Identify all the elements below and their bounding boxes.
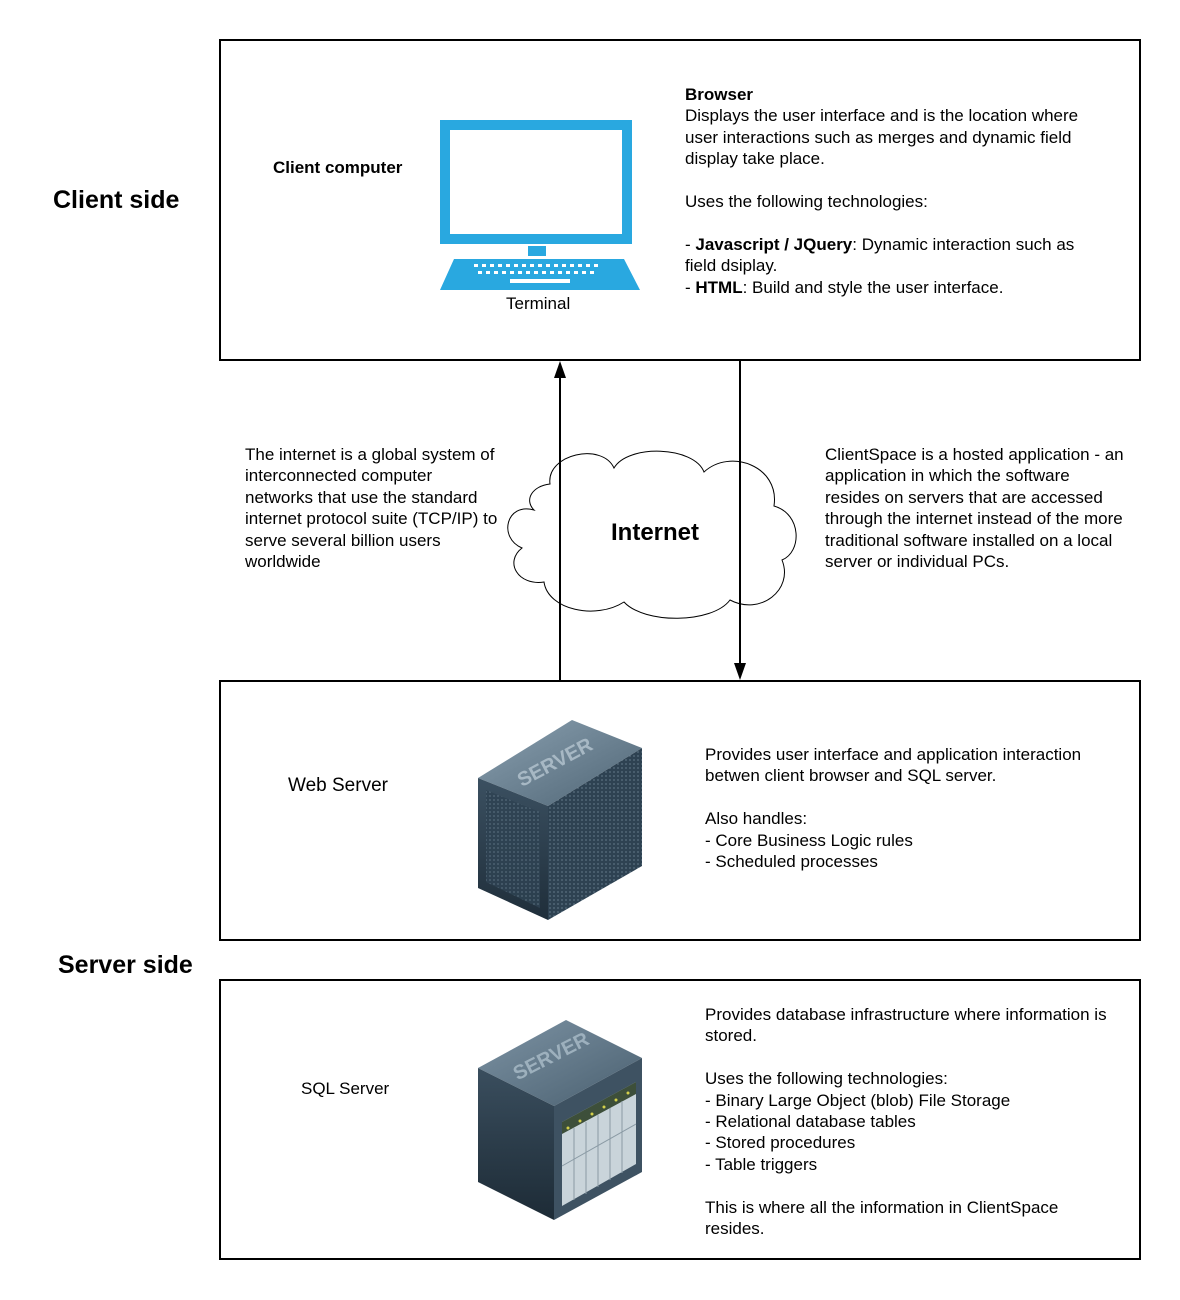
browser-description: Displays the user interface and is the l… — [685, 106, 1079, 169]
browser-tech-item: - Javascript / JQuery: Dynamic interacti… — [685, 234, 1075, 276]
sql-server-description-block: Provides database infrastructure where i… — [705, 1004, 1115, 1239]
sql-server-tech-item: - Table triggers — [705, 1154, 818, 1174]
sql-server-tech-item: - Binary Large Object (blob) File Storag… — [705, 1090, 1011, 1110]
web-server-icon: SERVER — [478, 720, 642, 920]
internet-cloud-label: Internet — [611, 519, 700, 546]
client-side-label: Client side — [53, 186, 180, 214]
web-server-title: Web Server — [288, 775, 388, 796]
sql-server-box — [219, 979, 1141, 1260]
web-server-description: Provides user interface and application … — [705, 745, 1082, 786]
server-side-label: Server side — [58, 951, 193, 979]
sql-server-description: Provides database infrastructure where i… — [705, 1005, 1107, 1046]
web-server-handles-item: - Core Business Logic rules — [705, 830, 913, 850]
web-server-handles-item: - Scheduled processes — [705, 852, 878, 872]
terminal-caption: Terminal — [506, 294, 571, 313]
browser-tech-item: - HTML: Build and style the user interfa… — [685, 277, 1004, 297]
sql-server-footer: This is where all the information in Cli… — [705, 1197, 1059, 1239]
sql-server-tech-item: - Stored procedures — [705, 1133, 856, 1153]
web-server-handles-intro: Also handles: — [705, 809, 808, 829]
down-arrowhead — [734, 663, 746, 680]
cloud-icon — [507, 450, 797, 619]
browser-tech-intro: Uses the following technologies: — [685, 192, 928, 212]
browser-heading: Browser — [685, 85, 754, 104]
client-computer-title: Client computer — [273, 158, 403, 177]
sql-server-tech-intro: Uses the following technologies: — [705, 1069, 948, 1089]
sql-server-icon: SERVER — [478, 1020, 642, 1220]
browser-description-block: Browser Displays the user interface and … — [685, 84, 1105, 298]
up-arrowhead — [554, 361, 566, 378]
web-server-description-block: Provides user interface and application … — [705, 744, 1115, 872]
terminal-icon — [440, 120, 640, 290]
client-computer-box — [219, 39, 1141, 361]
web-server-box — [219, 680, 1141, 941]
internet-definition: The internet is a global system of inter… — [245, 445, 498, 572]
sql-server-title: SQL Server — [301, 1079, 390, 1098]
hosted-application-description: ClientSpace is a hosted application - an… — [825, 445, 1124, 572]
sql-server-tech-item: - Relational database tables — [705, 1112, 916, 1132]
